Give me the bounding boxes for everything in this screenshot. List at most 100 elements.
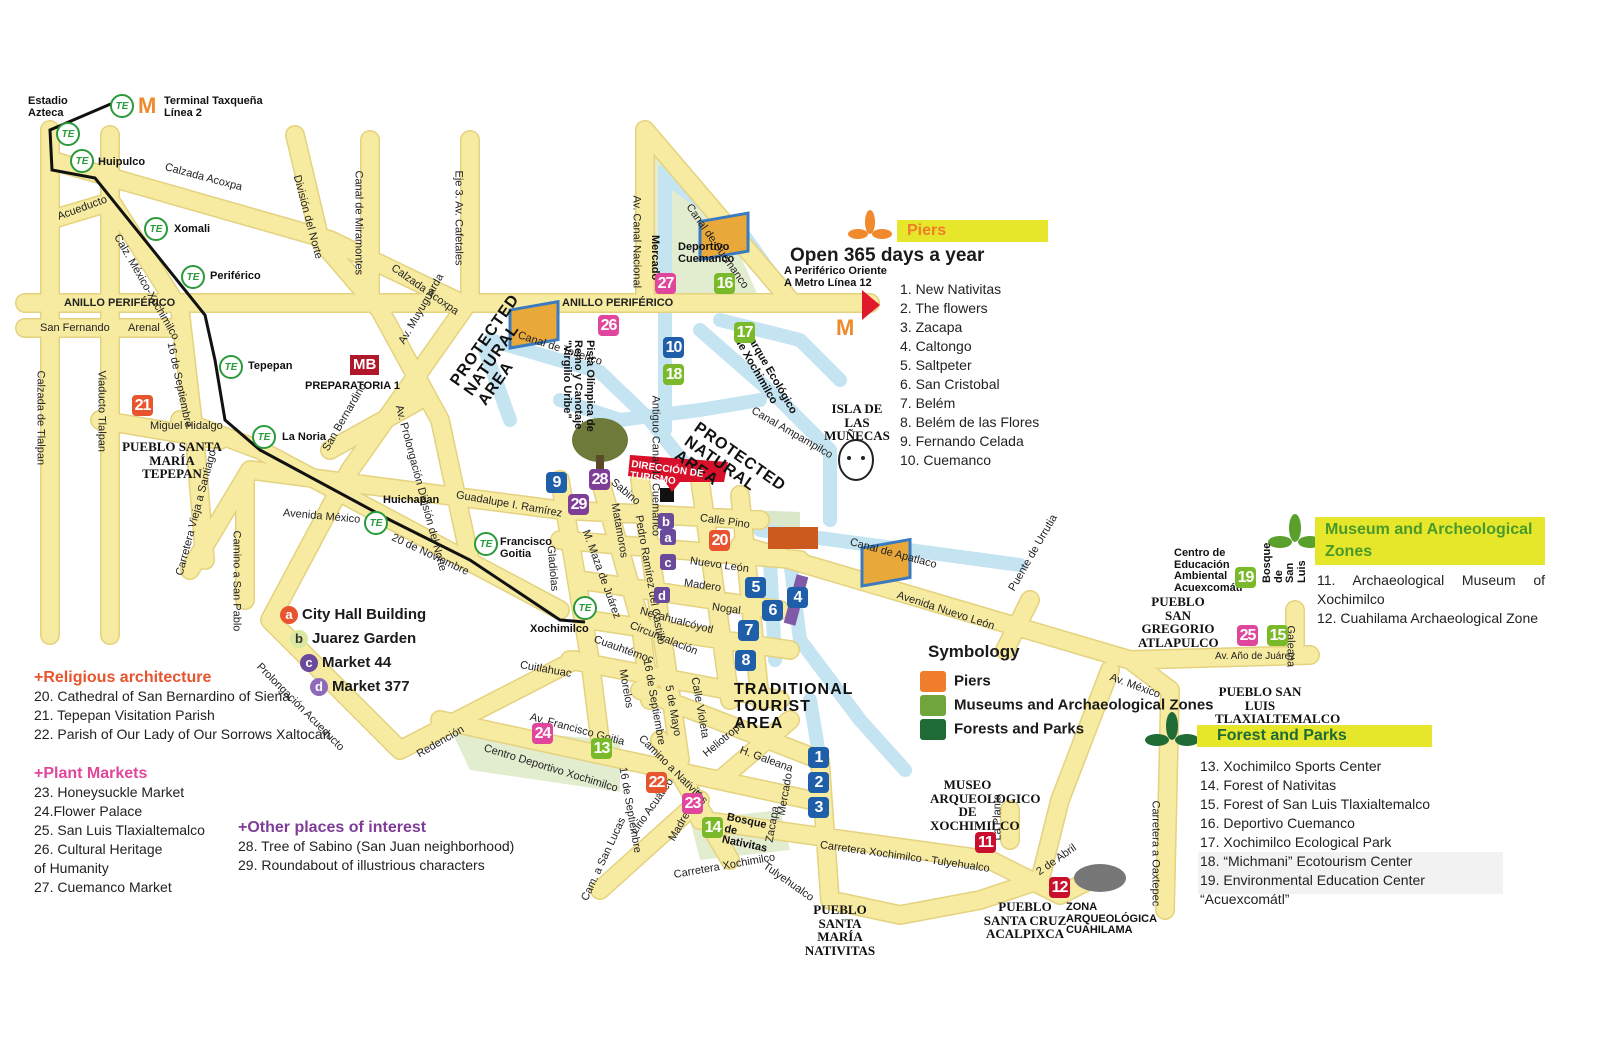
street-label: Carretera a Oaxtepec xyxy=(1149,800,1162,907)
symbology-forests: Forests and Parks xyxy=(920,719,1084,740)
museums-heading: Museum and Archeological Zones xyxy=(1315,517,1545,565)
forest-flower-icon xyxy=(1145,712,1199,746)
legend-item: 20. Cathedral of San Bernardino of Siena xyxy=(34,688,291,704)
street-label: Canal de Miramontes xyxy=(352,170,365,276)
piers-subtitle: Open 365 days a year xyxy=(790,245,985,266)
tren-ligero-station-icon[interactable]: TE xyxy=(573,596,597,620)
symbology-title: Symbology xyxy=(928,642,1020,661)
legend-item: 21. Tepepan Visitation Parish xyxy=(34,707,215,723)
legend-item: 24.Flower Palace xyxy=(34,803,143,819)
letter-marker-c[interactable]: c xyxy=(660,554,676,570)
doll-head-icon xyxy=(838,439,874,481)
marker-3[interactable]: 3 xyxy=(808,797,829,818)
street-label: ANILLO PERIFÉRICO xyxy=(64,297,176,309)
marker-2[interactable]: 2 xyxy=(808,772,829,793)
other-legend: +Other places of interest 28. Tree of Sa… xyxy=(238,818,514,875)
legend-item: 9. Fernando Celada xyxy=(900,433,1024,449)
metrobus-icon: MB xyxy=(350,355,380,375)
legend-item: 2. The flowers xyxy=(900,300,988,316)
street-label: Viaducto Tlalpan xyxy=(95,370,108,453)
marker-17[interactable]: 17 xyxy=(734,322,755,343)
place-label: MUSEO ARQUEOLOGICO DE XOCHIMILCO xyxy=(930,777,1041,833)
legend-item: “Acuexcomátl” xyxy=(1200,891,1290,907)
legend-item: 14. Forest of Nativitas xyxy=(1200,777,1337,793)
street-label: Av. Canal Nacional xyxy=(630,195,643,289)
forests-heading: Forest and Parks xyxy=(1197,725,1432,747)
marker-28[interactable]: 28 xyxy=(589,469,610,490)
place-label: La Noria xyxy=(282,431,327,443)
roads xyxy=(15,120,1320,925)
marker-25[interactable]: 25 xyxy=(1237,625,1258,646)
place-label: Centro de Educación Ambiental Acuexcomát… xyxy=(1174,547,1243,594)
place-label: Bosque de San Luis xyxy=(1261,542,1308,583)
metro-icon: M xyxy=(138,93,157,118)
place-label: TRADITIONAL TOURIST AREA xyxy=(734,681,854,732)
symbology-museums: Museums and Archaeological Zones xyxy=(920,695,1214,716)
marker-14[interactable]: 14 xyxy=(702,817,723,838)
legend-item: 17. Xochimilco Ecological Park xyxy=(1200,834,1392,850)
legend-item: 22. Parish of Our Lady of Our Sorrows Xa… xyxy=(34,726,331,742)
tren-ligero-station-icon[interactable]: TE xyxy=(252,425,276,449)
place-label: ISLA DE LAS MUÑECAS xyxy=(824,401,890,444)
marker-23[interactable]: 23 xyxy=(682,793,703,814)
letter-marker-a[interactable]: a xyxy=(660,529,676,545)
tren-ligero-station-icon[interactable]: TE xyxy=(364,511,388,535)
marker-19[interactable]: 19 xyxy=(1235,567,1256,588)
letter-marker-b[interactable]: b xyxy=(658,513,674,529)
marker-15[interactable]: 15 xyxy=(1267,625,1288,646)
marker-11[interactable]: 11 xyxy=(975,832,996,853)
legend-item: 6. San Cristobal xyxy=(900,376,1000,392)
place-label: PUEBLO SAN GREGORIO ATLAPULCO xyxy=(1138,594,1219,650)
tren-ligero-station-icon[interactable]: TE xyxy=(56,122,80,146)
place-label: Terminal Taxqueña Línea 2 xyxy=(164,95,263,119)
marker-5[interactable]: 5 xyxy=(745,577,766,598)
sabino-tree-icon xyxy=(572,418,628,473)
marker-8[interactable]: 8 xyxy=(735,650,756,671)
marker-6[interactable]: 6 xyxy=(762,600,783,621)
marker-21[interactable]: 21 xyxy=(132,395,153,416)
tren-ligero-station-icon[interactable]: TE xyxy=(474,532,498,556)
marker-7[interactable]: 7 xyxy=(738,620,759,641)
marker-13[interactable]: 13 xyxy=(591,738,612,759)
tren-ligero-station-icon[interactable]: TE xyxy=(219,355,243,379)
legend-item: 1. New Nativitas xyxy=(900,281,1002,297)
symbology-piers: Piers xyxy=(920,671,991,692)
marker-1[interactable]: 1 xyxy=(808,747,829,768)
tren-ligero-station-icon[interactable]: TE xyxy=(110,94,134,118)
marker-27[interactable]: 27 xyxy=(655,273,676,294)
legend-item: 19. Environmental Education Center xyxy=(1200,872,1425,888)
street-label: Camino a San Pablo xyxy=(230,530,243,632)
arrow-right-icon xyxy=(862,290,880,320)
place-label: PUEBLO SAN LUIS TLAXIALTEMALCO xyxy=(1215,684,1341,727)
swatch-lightgreen xyxy=(920,695,946,716)
legend-item: 25. San Luis Tlaxialtemalco xyxy=(34,822,205,838)
marker-18[interactable]: 18 xyxy=(663,364,684,385)
place-label: PUEBLO SANTA CRUZ ACALPIXCA xyxy=(983,899,1067,942)
city-legend-label: Juarez Garden xyxy=(312,630,417,647)
tren-ligero-station-icon[interactable]: TE xyxy=(70,149,94,173)
tren-ligero-station-icon[interactable]: TE xyxy=(144,217,168,241)
metro-icon: M xyxy=(836,315,855,340)
symbology-label: Museums and Archaeological Zones xyxy=(954,696,1214,714)
letter-marker-d[interactable]: d xyxy=(654,587,670,603)
marker-16[interactable]: 16 xyxy=(714,273,735,294)
marker-24[interactable]: 24 xyxy=(532,723,553,744)
street-label: ANILLO PERIFÉRICO xyxy=(562,297,674,309)
tren-ligero-station-icon[interactable]: TE xyxy=(181,265,205,289)
legend-item: 5. Saltpeter xyxy=(900,357,972,373)
marker-22[interactable]: 22 xyxy=(646,772,667,793)
marker-29[interactable]: 29 xyxy=(568,494,589,515)
marker-10[interactable]: 10 xyxy=(663,337,684,358)
place-label: PREPARATORIA 1 xyxy=(305,380,400,392)
museum-flower-icon xyxy=(1268,514,1322,548)
marker-9[interactable]: 9 xyxy=(546,472,567,493)
legend-item: 8. Belém de las Flores xyxy=(900,414,1040,430)
marker-4[interactable]: 4 xyxy=(787,587,808,608)
marker-20[interactable]: 20 xyxy=(709,530,730,551)
marker-26[interactable]: 26 xyxy=(598,315,619,336)
marker-12[interactable]: 12 xyxy=(1049,877,1070,898)
